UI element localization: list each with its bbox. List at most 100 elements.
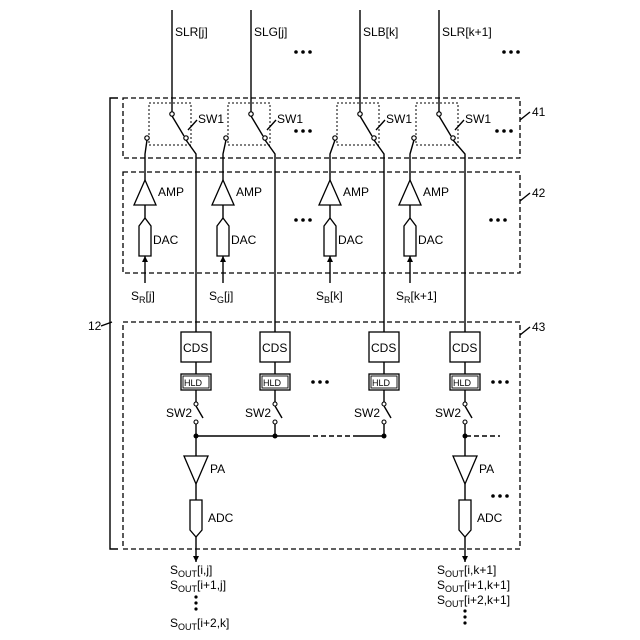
sw2-node-bot-4 [463, 420, 467, 424]
sw1-node-b-3 [372, 136, 376, 140]
dots-amp-1 [294, 218, 312, 222]
dac-input-arrow-2 [220, 256, 226, 262]
sw1-leader-1 [188, 120, 197, 130]
hld-label-1: HLD [184, 378, 203, 388]
amp-label-1: AMP [158, 185, 184, 199]
channel-1: SLR[j]SW1AMPDACSR[j]CDSHLDSW2 [131, 10, 224, 439]
channel-3: SLB[k]SW1AMPDACSB[k]CDSHLDSW2 [316, 10, 412, 439]
sw1-to-amp-wire-1 [145, 140, 147, 180]
amp-symbol-3 [319, 180, 341, 205]
cds-label-3: CDS [371, 341, 396, 355]
block-12-bracket [110, 98, 118, 549]
adc-symbol-right [459, 500, 471, 537]
sw1-arm-1 [172, 116, 184, 136]
sw2-node-top-2 [273, 402, 277, 406]
dac-label-4: DAC [418, 233, 444, 247]
sw2-label-1: SW2 [166, 406, 192, 420]
amp-symbol-2 [212, 180, 234, 205]
block-42-label: 42 [532, 186, 546, 200]
cds-label-4: CDS [452, 341, 477, 355]
channel-4: SLR[k+1]SW1AMPDACSR[k+1]CDSHLDSW2 [396, 10, 492, 439]
sw2-arm-1 [196, 406, 203, 418]
sw1-to-cds-wire-3 [374, 140, 384, 332]
pa-label-right: PA [479, 462, 494, 476]
dac-input-label-1: SR[j] [131, 289, 155, 305]
signal-line-label-2: SLG[j] [254, 25, 287, 39]
hld-label-2: HLD [263, 378, 282, 388]
sw2-arm-2 [275, 406, 282, 418]
dots-sw1-2 [495, 129, 513, 133]
dac-label-1: DAC [153, 233, 179, 247]
sw1-node-a-4 [412, 136, 416, 140]
pa-symbol-left [184, 456, 208, 484]
dac-symbol-3 [324, 218, 336, 256]
output-left-ellipsis [194, 595, 197, 610]
dots-hld-2 [491, 380, 509, 384]
output-right-ellipsis [463, 609, 466, 624]
dots-signal-lines-2 [502, 50, 520, 54]
signal-line-label-4: SLR[k+1] [442, 25, 492, 39]
sw1-common-node-3 [358, 112, 362, 116]
sw1-label-1: SW1 [198, 112, 224, 126]
sw2-node-top-4 [463, 402, 467, 406]
dac-symbol-1 [139, 218, 151, 256]
sw1-node-b-2 [263, 136, 267, 140]
sw1-node-a-3 [333, 136, 337, 140]
sw2-node-bot-3 [382, 420, 386, 424]
amp-symbol-1 [134, 180, 156, 205]
sw1-to-amp-wire-3 [330, 140, 335, 180]
dots-hld-1 [311, 380, 329, 384]
dac-input-arrow-1 [142, 256, 148, 262]
sw1-leader-2 [267, 120, 276, 130]
sw1-common-node-4 [437, 112, 441, 116]
sw2-node-top-1 [194, 402, 198, 406]
sw2-arm-4 [465, 406, 472, 418]
block-42-leader [520, 193, 530, 201]
dac-label-2: DAC [231, 233, 257, 247]
dots-sw1-1 [294, 129, 312, 133]
sw1-to-amp-wire-2 [223, 140, 226, 180]
block-41-label: 41 [532, 105, 546, 119]
pa-adc-chain-right: PAADC [453, 436, 503, 562]
block-41-leader [520, 112, 530, 120]
dac-label-3: DAC [338, 233, 364, 247]
block-43-leader [520, 327, 530, 335]
sw1-common-node-1 [170, 112, 174, 116]
output-left-1: SOUT[i,j] [170, 563, 212, 579]
sw2-label-2: SW2 [245, 406, 271, 420]
adc-output-arrow-right [462, 556, 468, 562]
output-left-3: SOUT[i+2,k] [170, 616, 229, 632]
sw1-arm-2 [251, 116, 263, 136]
adc-label-left: ADC [208, 511, 234, 525]
dots-pa-right [491, 494, 509, 498]
sw1-label-4: SW1 [465, 112, 491, 126]
sw1-label-2: SW1 [277, 112, 303, 126]
channel-group: SLR[j] SW1AMP DAC SR[j] CDS HLD SW2 SLG[j] SW1AM… [131, 10, 492, 439]
adc-symbol-left [190, 500, 202, 537]
output-right-2: SOUT[i+1,k+1] [437, 578, 510, 594]
sw2-node-bot-1 [194, 420, 198, 424]
amp-symbol-4 [399, 180, 421, 205]
channel-2: SLG[j]SW1AMPDACSG[j]CDSHLDSW2 [209, 10, 303, 439]
dac-input-label-2: SG[j] [209, 289, 233, 305]
output-right-3: SOUT[i+2,k+1] [437, 593, 510, 609]
amp-label-3: AMP [343, 185, 369, 199]
sw1-common-node-2 [249, 112, 253, 116]
pa-symbol-right [453, 456, 477, 484]
sw1-leader-3 [376, 120, 385, 130]
sw2-arm-3 [384, 406, 391, 418]
sw1-label-3: SW1 [386, 112, 412, 126]
sw1-arm-4 [439, 116, 451, 136]
block-12-label: 12 [88, 319, 102, 333]
dots-signal-lines-1 [294, 50, 312, 54]
block-43-label: 43 [532, 320, 546, 334]
sw2-node-top-3 [382, 402, 386, 406]
output-right-1: SOUT[i,k+1] [437, 563, 496, 579]
pa-adc-chain-left: PAADC [184, 436, 234, 562]
sw1-to-amp-wire-4 [410, 140, 414, 180]
signal-line-label-1: SLR[j] [175, 25, 208, 39]
hld-label-3: HLD [372, 378, 391, 388]
sw1-node-a-2 [224, 136, 228, 140]
dac-input-label-4: SR[k+1] [396, 289, 437, 305]
sw1-node-b-4 [451, 136, 455, 140]
